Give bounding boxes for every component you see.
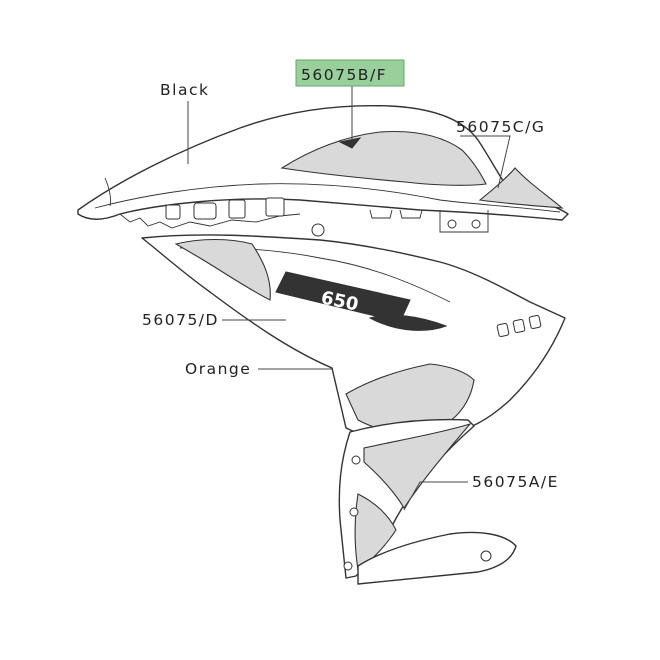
vent-slot-2 [512,318,526,334]
leader-lines [187,86,511,511]
decal-c-g [478,167,564,209]
upper-mount-boss [311,223,325,237]
label-part-b-f[interactable]: 56075B/F [301,66,387,84]
label-orange: Orange [185,360,251,378]
mount-tab-2 [193,202,217,220]
bracket-hole-2 [471,219,481,229]
strut-bolt-2 [349,507,359,517]
label-part-a-e[interactable]: 56075A/E [472,473,559,491]
strut-mount-hole [480,550,492,562]
strut-bolt-3 [343,561,353,571]
bracket-hole-1 [447,219,457,229]
mount-tab-3 [228,199,246,219]
logo-650-decal [275,271,411,323]
leader-c-g [460,135,511,189]
highlight-box [295,59,405,87]
label-part-d[interactable]: 56075/D [142,311,219,329]
vent-slot-3 [528,314,542,330]
strut-bolt-1 [351,455,361,465]
lower-fairing-panel: 650 [141,223,566,441]
vent-slot-1 [496,322,510,338]
leader-a-e [403,481,468,511]
decal-b-f [280,131,487,186]
lower-strut [338,418,517,585]
mount-tab-4 [265,197,285,217]
label-part-c-g[interactable]: 56075C/G [456,118,545,136]
label-black: Black [160,81,209,99]
mount-tab-1 [165,204,181,220]
